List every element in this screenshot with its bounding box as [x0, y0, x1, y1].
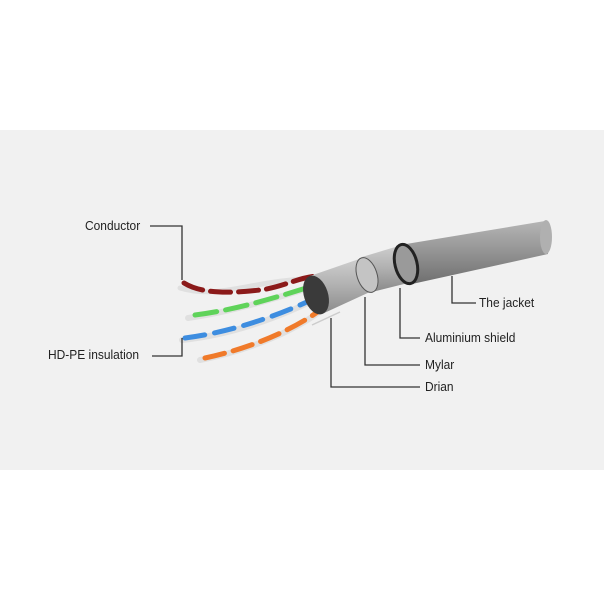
leader-lines — [150, 225, 476, 388]
background-band — [0, 130, 604, 470]
label-insulation: HD-PE insulation — [48, 347, 140, 362]
twisted-pair-brown — [177, 273, 323, 295]
label-shield: Aluminium shield — [425, 330, 516, 345]
shield-leader — [399, 288, 420, 339]
jacket-leader — [451, 276, 476, 304]
label-jacket: The jacket — [479, 295, 535, 310]
conductor-leader — [150, 225, 183, 280]
jacket-layer — [392, 220, 552, 286]
mylar-leader — [364, 297, 420, 366]
label-conductor: Conductor — [85, 218, 141, 233]
drain-leader — [330, 318, 420, 388]
label-drain: Drian — [425, 379, 454, 394]
insulation-leader — [152, 338, 183, 357]
label-mylar: Mylar — [425, 357, 455, 372]
drain-wire — [311, 311, 341, 326]
